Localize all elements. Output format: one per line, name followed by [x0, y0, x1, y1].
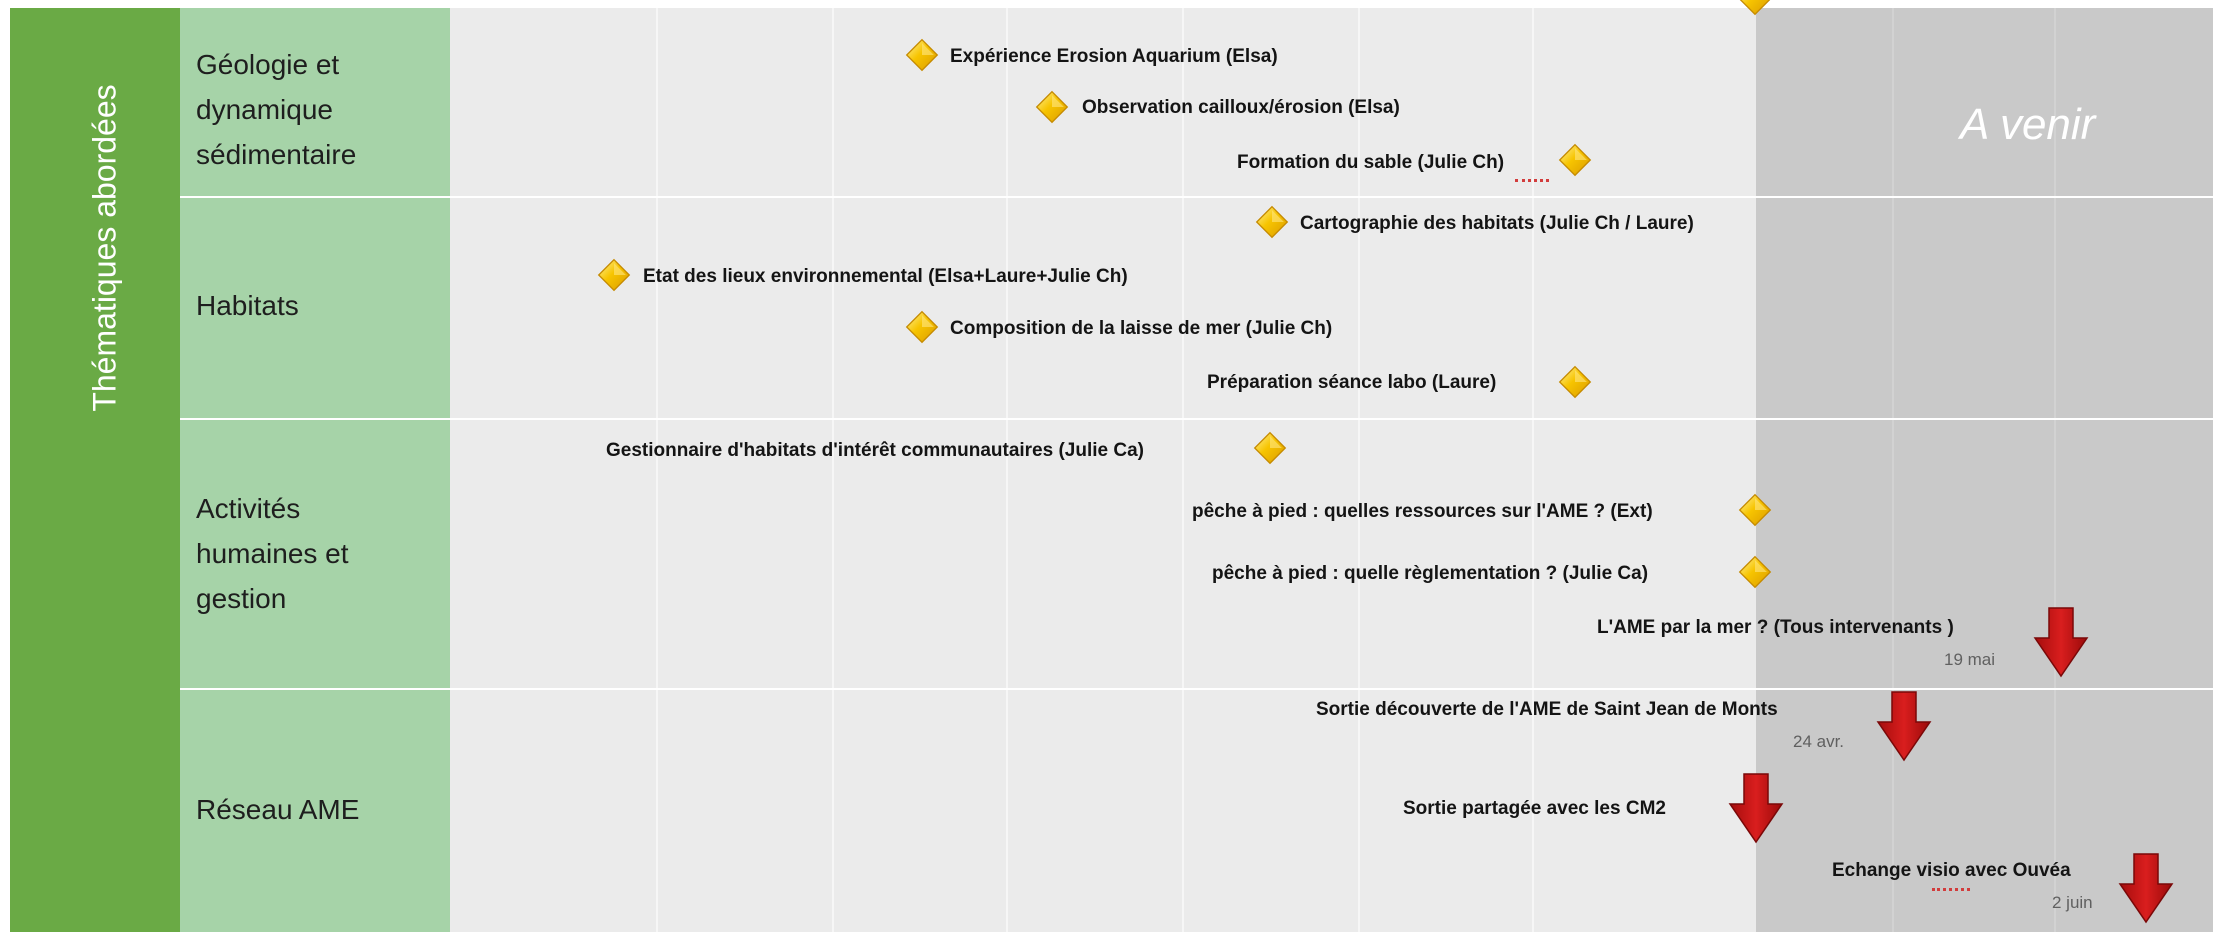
event-date: 19 mai — [1944, 650, 1996, 669]
spellcheck-mark — [1515, 175, 1549, 182]
grid-line — [1006, 8, 1008, 932]
event-label: Echange visio avec Ouvéa — [1832, 860, 2071, 881]
event-label: pêche à pied : quelle règlementation ? (… — [1212, 563, 1649, 584]
event-label: Sortie partagée avec les CM2 — [1403, 798, 1666, 819]
diamond-icon — [906, 39, 938, 71]
event-label: Expérience Erosion Aquarium (Elsa) — [950, 46, 1278, 67]
event-label: Sortie découverte de l'AME de Saint Jean… — [1316, 699, 1778, 720]
grid-line — [2054, 8, 2056, 932]
event-label: Formation du sable (Julie Ch) — [1237, 152, 1505, 173]
down-arrow-icon — [1729, 773, 1783, 843]
diamond-icon — [906, 311, 938, 343]
grid-line — [1358, 8, 1360, 932]
diamond-icon — [1739, 556, 1771, 588]
category-label: Activités humaines et gestion — [196, 493, 349, 614]
event-label: Préparation séance labo (Laure) — [1207, 372, 1497, 393]
grid-line — [1892, 8, 1894, 932]
event-label: L'AME par la mer ? (Tous intervenants ) — [1597, 617, 1954, 638]
diamond-icon — [598, 259, 630, 291]
category-label: Habitats — [196, 290, 299, 321]
grid-line — [1532, 8, 1534, 932]
diamond-icon — [1036, 91, 1068, 123]
category-column — [180, 8, 450, 932]
event-label: Etat des lieux environnemental (Elsa+Lau… — [643, 266, 1128, 287]
category-label: Réseau AME — [196, 794, 360, 825]
grid-line — [832, 8, 834, 932]
diamond-icon — [1559, 144, 1591, 176]
row-divider — [180, 418, 2213, 420]
category-label: Géologie et dynamique sédimentaire — [196, 49, 357, 170]
spellcheck-mark — [1932, 884, 1970, 891]
event-label: Composition de la laisse de mer (Julie C… — [950, 318, 1333, 339]
diamond-icon — [1559, 366, 1591, 398]
future-label: A venir — [1960, 100, 2096, 149]
event-label: Cartographie des habitats (Julie Ch / La… — [1300, 213, 1694, 234]
down-arrow-icon — [1877, 691, 1931, 761]
sidebar: Thématiques abordées — [10, 8, 180, 932]
future-zone — [1756, 8, 2213, 932]
event-label: Gestionnaire d'habitats d'intérêt commun… — [606, 440, 1144, 461]
diamond-icon — [1256, 206, 1288, 238]
row-divider — [180, 688, 2213, 690]
diamond-icon — [1739, 0, 1771, 15]
row-divider — [180, 196, 2213, 198]
event-date: 2 juin — [2052, 893, 2093, 912]
down-arrow-icon — [2034, 607, 2088, 677]
event-date: 24 avr. — [1793, 732, 1845, 751]
event-label: Observation cailloux/érosion (Elsa) — [1082, 97, 1400, 118]
diamond-icon — [1254, 432, 1286, 464]
timeline-area — [450, 8, 1756, 932]
sidebar-title: Thématiques abordées — [86, 84, 123, 412]
event-label: pêche à pied : quelles ressources sur l'… — [1192, 501, 1653, 522]
grid-line — [656, 8, 658, 932]
diamond-icon — [1739, 494, 1771, 526]
down-arrow-icon — [2119, 853, 2173, 923]
grid-line — [1182, 8, 1184, 932]
